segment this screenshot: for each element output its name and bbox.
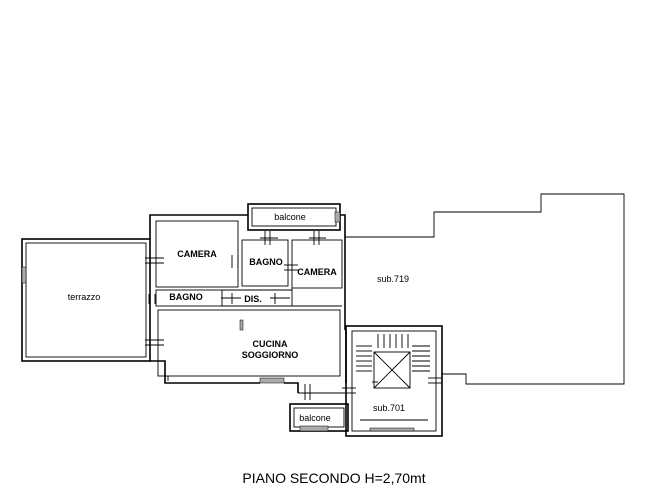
label-camera-2: CAMERA	[297, 267, 337, 277]
label-balcone-bottom: balcone	[299, 413, 331, 423]
sub-719-area	[345, 193, 625, 385]
balcony-top	[247, 203, 341, 231]
apartment-outline	[149, 214, 347, 393]
plan-caption: PIANO SECONDO H=2,70mt	[242, 470, 425, 486]
label-sub-719: sub.719	[377, 274, 409, 284]
label-cucina: CUCINA	[253, 339, 288, 349]
label-terrazzo: terrazzo	[68, 292, 101, 302]
label-disimpegno: DIS.	[244, 294, 262, 304]
label-bagno-2: BAGNO	[169, 292, 203, 302]
balcony-bottom	[289, 392, 349, 432]
label-sub-701: sub.701	[373, 403, 405, 413]
label-camera-1: CAMERA	[177, 249, 217, 259]
door-marks	[145, 231, 442, 432]
label-balcone-top: balcone	[274, 212, 306, 222]
label-bagno-1: BAGNO	[249, 257, 283, 267]
terrace	[21, 238, 151, 362]
stairwell	[345, 325, 443, 437]
label-soggiorno: SOGGIORNO	[242, 350, 299, 360]
